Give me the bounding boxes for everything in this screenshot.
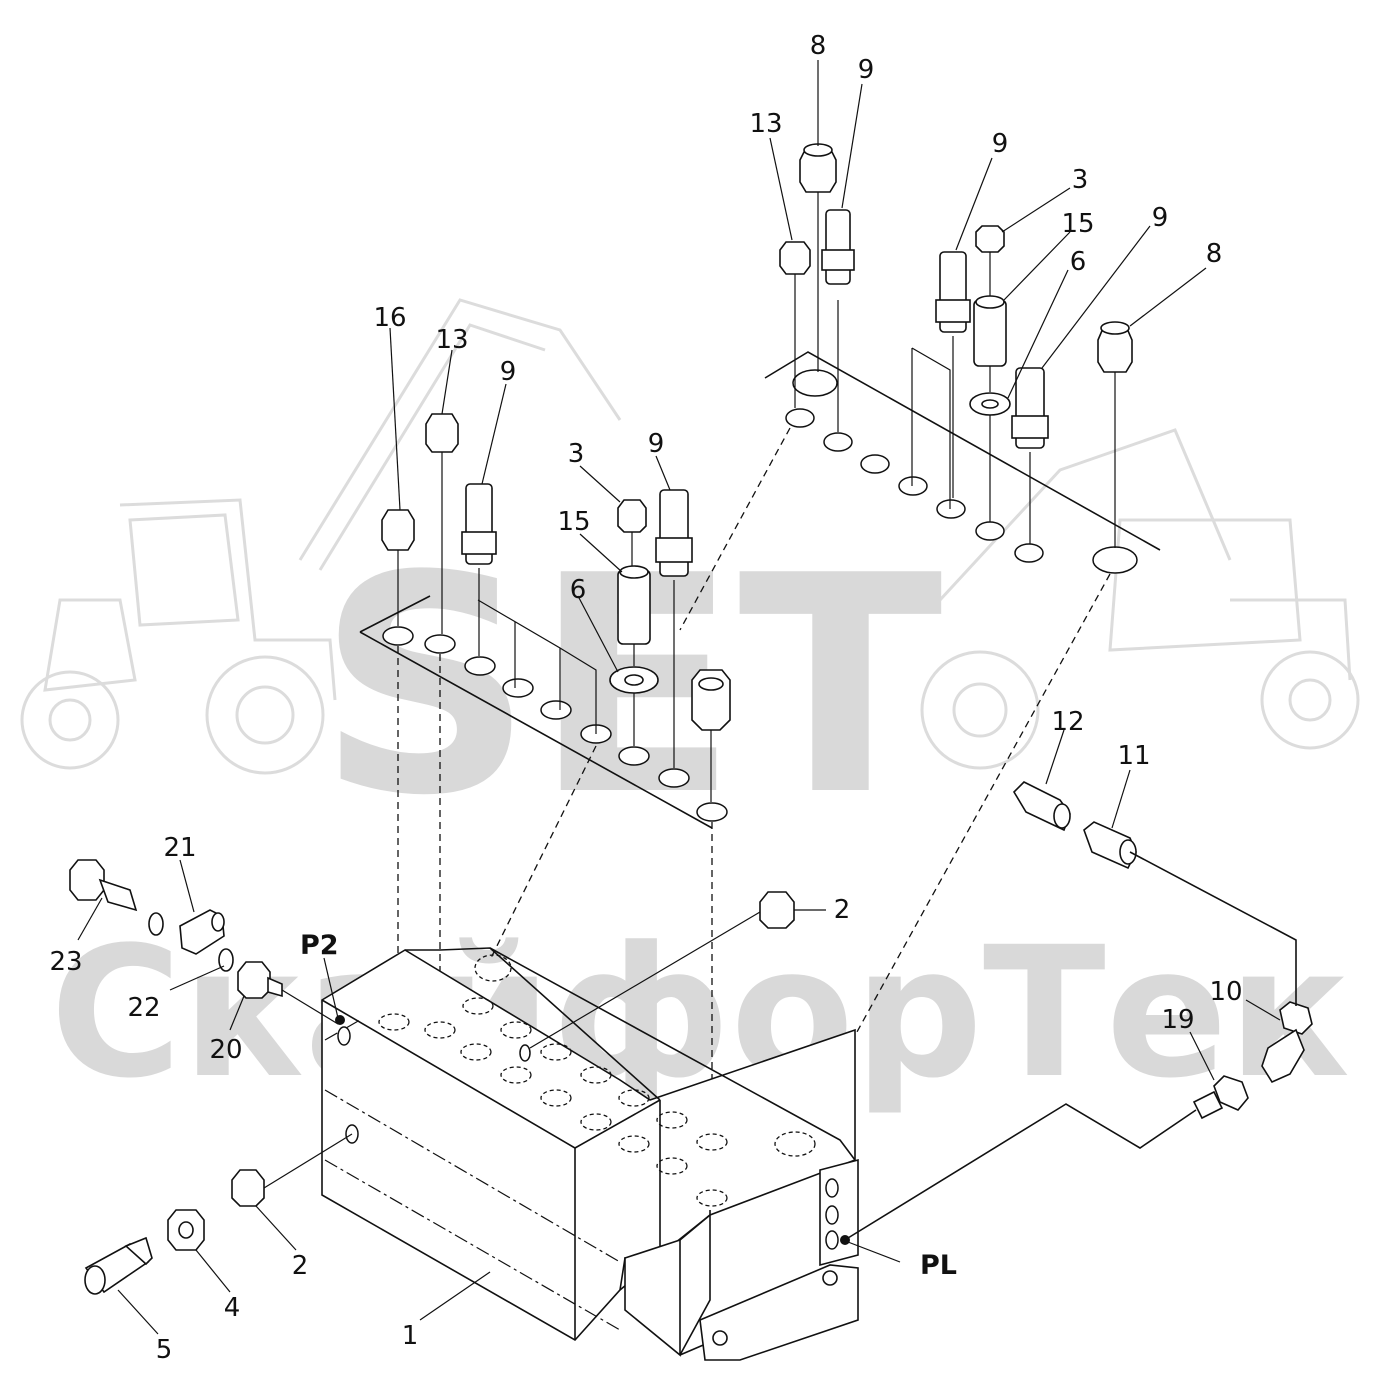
nipple-fitting-9c — [1011, 367, 1049, 544]
plug-fitting-8b — [1097, 321, 1133, 548]
port-label-pl: PL — [920, 1250, 957, 1281]
oring-22a — [148, 912, 164, 936]
adapter-19 — [1192, 1075, 1249, 1120]
adapter-20 — [237, 961, 339, 1025]
hose-end-5 — [84, 1236, 153, 1295]
port-label-p2: P2 — [300, 930, 339, 961]
banjo-bolt-23 — [69, 859, 138, 912]
callout-labels: 8 9 13 9 3 15 9 6 8 16 13 9 3 9 15 6 12 … — [49, 31, 1242, 1365]
mounting-plate-upper — [764, 347, 1161, 574]
plug-fitting-8a — [799, 143, 837, 372]
callout-label: 9 — [500, 357, 517, 387]
callout-label: 6 — [1070, 247, 1087, 277]
banjo-21 — [179, 909, 225, 955]
callout-label: 5 — [156, 1335, 173, 1365]
watermark-loader-right-icon — [920, 428, 1360, 770]
watermark-excavator-icon — [298, 298, 622, 571]
plug-fitting-large — [691, 669, 731, 802]
callout-label: 9 — [858, 55, 875, 85]
callout-label: 21 — [163, 833, 196, 863]
callout-label: 8 — [810, 31, 827, 61]
callout-label: 8 — [1206, 239, 1223, 269]
nipple-fitting-9e — [655, 489, 693, 768]
small-fitting-13b — [425, 413, 459, 634]
watermark: SET СкайфорТек — [20, 298, 1360, 1118]
small-fitting-3b — [617, 499, 647, 566]
coupling-fitting-15a — [973, 295, 1007, 392]
callout-label: 1 — [402, 1321, 419, 1351]
callout-label: 23 — [49, 947, 82, 977]
callout-label: 15 — [557, 507, 590, 537]
callout-label: 22 — [127, 993, 160, 1023]
callout-label: 6 — [570, 575, 587, 605]
elbow-10 — [1261, 1001, 1313, 1084]
adapter-2a — [529, 891, 795, 1049]
coupling-12 — [1012, 781, 1071, 832]
small-fitting-3a — [975, 225, 1005, 300]
fittings-upper-left — [381, 413, 731, 802]
plug-fitting-16 — [381, 509, 415, 626]
callout-label: 15 — [1061, 209, 1094, 239]
fittings-upper-right — [779, 143, 1133, 548]
callout-label: 3 — [1072, 165, 1089, 195]
callout-label: 9 — [648, 429, 665, 459]
washer-6b — [609, 666, 659, 746]
leader-lines — [77, 60, 1281, 1335]
callout-label: 9 — [1152, 203, 1169, 233]
callout-label: 2 — [292, 1251, 309, 1281]
watermark-tractor-left-icon — [20, 498, 337, 775]
nipple-fitting-9d — [461, 483, 497, 656]
callout-label: 10 — [1209, 977, 1242, 1007]
mounting-plate-left — [359, 595, 728, 829]
oring-22b — [218, 948, 234, 972]
fittings-right-side — [529, 781, 1313, 1239]
callout-label: 19 — [1161, 1005, 1194, 1035]
fittings-left-side — [69, 859, 353, 1295]
callout-label: 13 — [749, 109, 782, 139]
nut-4 — [167, 1209, 205, 1251]
coupling-fitting-15b — [617, 565, 651, 666]
callout-label: 11 — [1117, 741, 1150, 771]
nipple-fitting-9b — [935, 251, 971, 498]
coupling-11 — [1083, 821, 1137, 870]
callout-label: 4 — [224, 1293, 241, 1323]
adapter-2b — [231, 1133, 353, 1207]
valve-block-body — [321, 947, 859, 1361]
callout-label: 16 — [373, 303, 406, 333]
nipple-fitting-9a — [821, 209, 855, 432]
callout-label: 3 — [568, 439, 585, 469]
callout-label: 12 — [1051, 707, 1084, 737]
washer-6a — [969, 392, 1011, 522]
callout-label: 9 — [992, 129, 1009, 159]
callout-label: 13 — [435, 325, 468, 355]
callout-label: 2 — [834, 895, 851, 925]
callout-label: 20 — [209, 1035, 242, 1065]
small-fitting-13a — [779, 241, 811, 408]
